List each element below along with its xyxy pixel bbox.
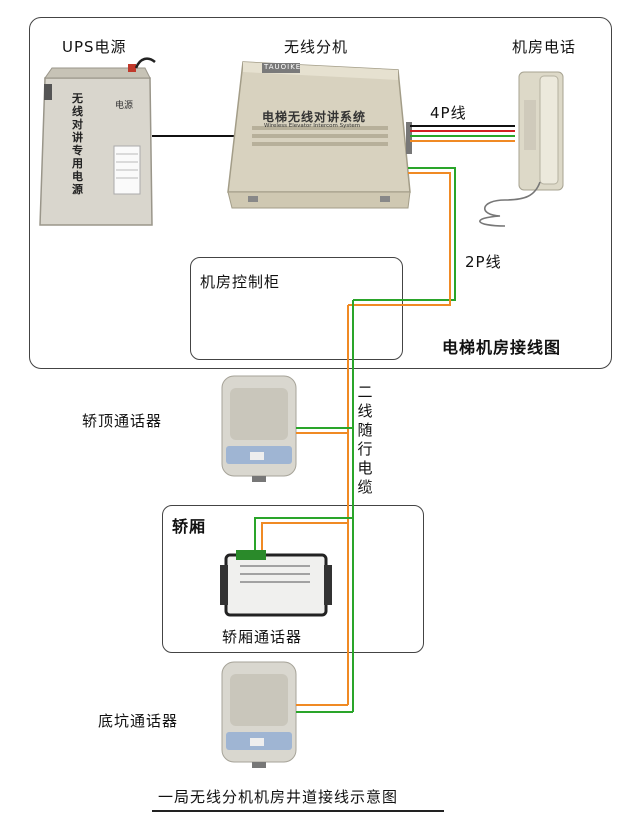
- host-label: 无线分机: [284, 38, 349, 56]
- footer-underline: [152, 810, 444, 812]
- ups-device: [39, 57, 156, 226]
- car-intercom-label: 轿厢通话器: [222, 628, 303, 646]
- trailing-cable: [347, 300, 354, 712]
- pit-label: 底坑通话器: [98, 712, 179, 730]
- car-top-intercom: [221, 375, 353, 482]
- host-brand: TAUOIKE: [264, 63, 302, 71]
- ups-small-text: 电源: [115, 101, 134, 111]
- car-intercom-module: [220, 517, 353, 617]
- trailing-cable-label: 二 线 随 行 电 缆: [355, 383, 375, 497]
- cable-4p: [410, 125, 515, 142]
- cable-2p: [348, 167, 456, 306]
- phone-label: 机房电话: [512, 38, 577, 56]
- host-unit: [227, 61, 412, 209]
- host-panel-text: 电梯无线对讲系统: [262, 110, 367, 124]
- cable-4p-label: 4P线: [430, 104, 467, 122]
- cable-2p-label: 2P线: [465, 253, 502, 271]
- footer-title: 一局无线分机机房井道接线示意图: [158, 788, 399, 806]
- trailing-cable-char: 缆: [357, 478, 373, 496]
- ups-device-text: 无线对讲专用电源: [72, 92, 83, 196]
- machine-room-title: 电梯机房接线图: [442, 338, 562, 357]
- car-top-label: 轿顶通话器: [82, 412, 163, 430]
- trailing-cable-char: 电: [357, 459, 373, 477]
- control-cabinet-box: [190, 257, 403, 360]
- host-panel-subtext: Wireless Elevator Intercom System: [264, 123, 361, 129]
- cabinet-label: 机房控制柜: [200, 273, 281, 291]
- trailing-cable-char: 线: [357, 402, 373, 420]
- pit-intercom: [221, 661, 353, 768]
- car-section-label: 轿厢: [172, 517, 207, 536]
- trailing-cable-char: 行: [357, 440, 373, 458]
- wall-phone: [479, 71, 564, 227]
- ups-label: UPS电源: [62, 38, 127, 56]
- trailing-cable-char: 随: [357, 421, 373, 439]
- trailing-cable-char: 二: [357, 383, 373, 401]
